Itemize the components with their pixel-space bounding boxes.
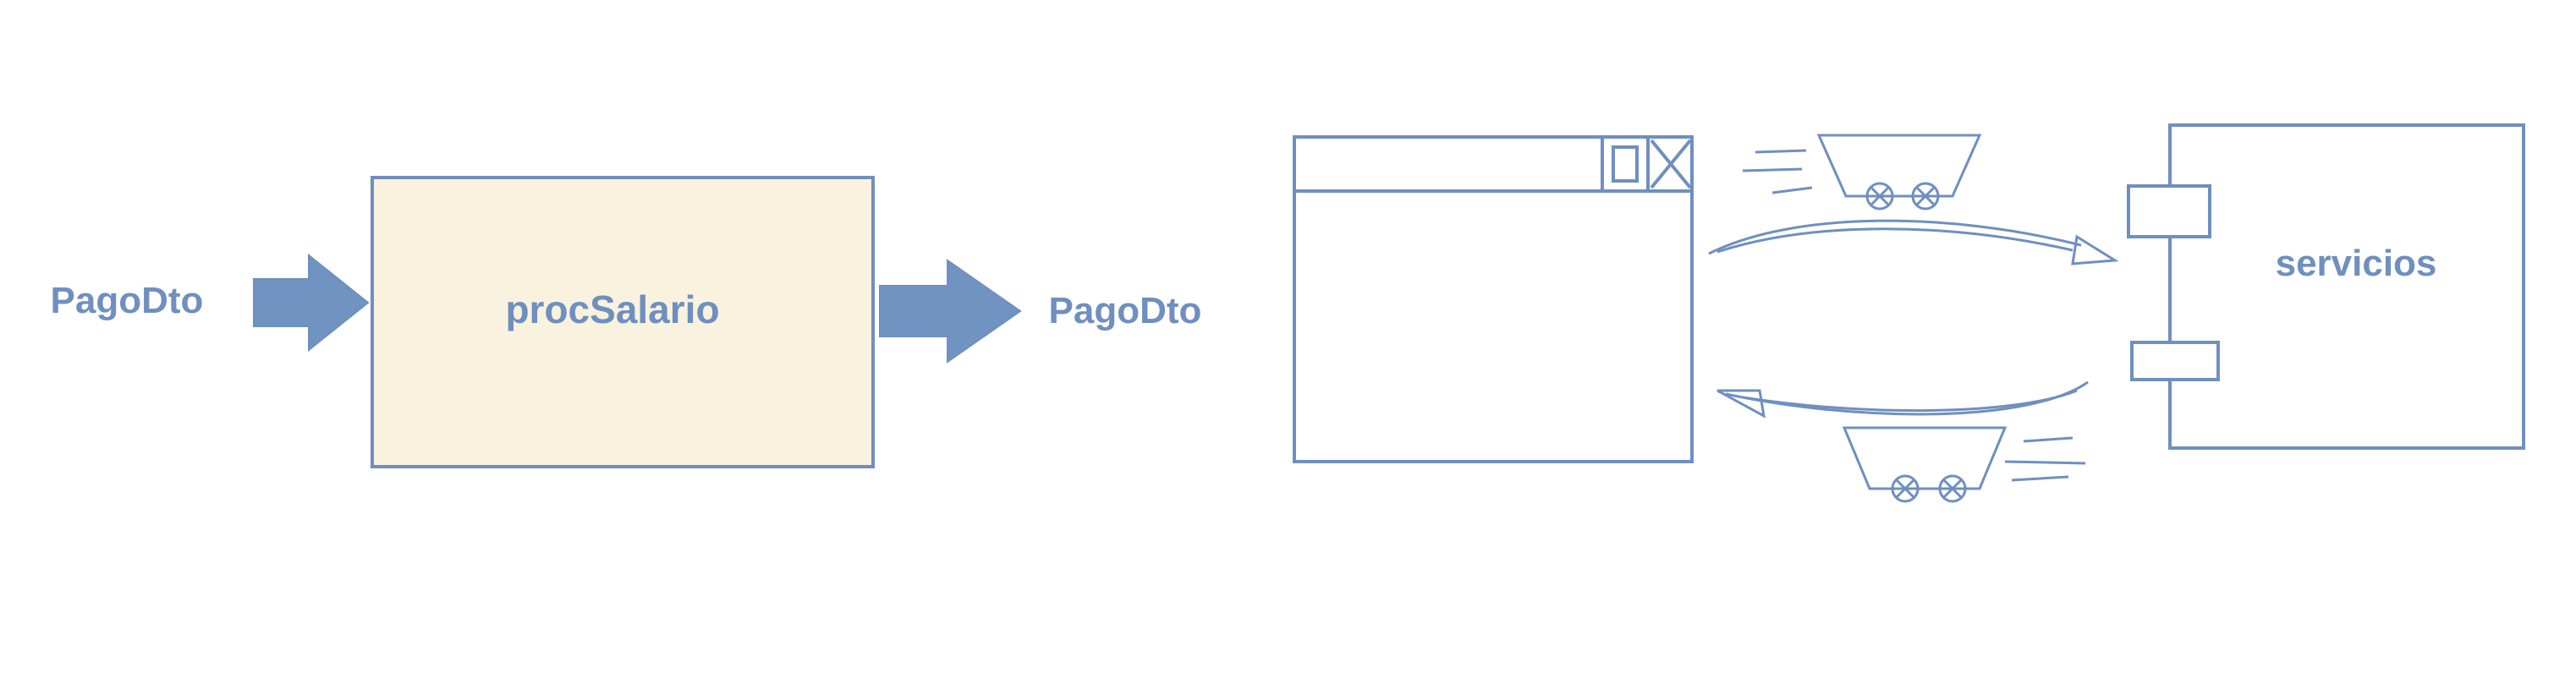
input-label: PagoDto: [51, 280, 204, 321]
response-arrow: [1716, 380, 2089, 418]
component-box-icon: [2130, 341, 2220, 381]
output-label: PagoDto: [1049, 290, 1202, 331]
motion-lines-top: [1742, 149, 1813, 194]
motion-lines-bottom: [2004, 436, 2086, 482]
process-box: procSalario: [371, 176, 875, 468]
services-component: [2127, 123, 2525, 450]
mine-cart-icon: [1816, 134, 1982, 211]
maximize-icon: [1612, 145, 1639, 183]
mine-cart-icon: [1842, 426, 2008, 503]
cart-wheel-icon: [1911, 182, 1940, 211]
cart-wheel-icon: [1938, 474, 1967, 503]
process-label: procSalario: [505, 287, 719, 331]
component-box-icon: [2127, 184, 2211, 238]
cart-wheel-icon: [1891, 474, 1920, 503]
close-icon: [1650, 139, 1692, 189]
cart-wheel-icon: [1865, 182, 1894, 211]
request-arrow: [1708, 219, 2119, 265]
output-arrow: [879, 259, 1022, 364]
input-arrow: [253, 253, 370, 353]
service-label: servicios: [2276, 243, 2437, 284]
window-icon: [1293, 135, 1694, 463]
